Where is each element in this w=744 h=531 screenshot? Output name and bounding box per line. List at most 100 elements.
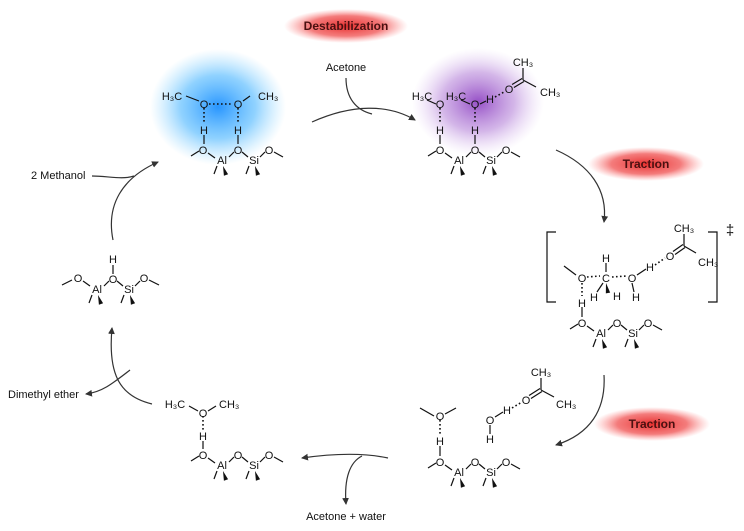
atom-label: H — [109, 254, 117, 266]
bond — [134, 280, 141, 287]
badge-traction-bottom: Traction — [594, 407, 710, 441]
bond — [479, 100, 487, 105]
atom-label: Si — [486, 155, 496, 167]
bond — [185, 95, 200, 102]
atom-label: Al — [454, 155, 464, 167]
bond — [450, 165, 455, 175]
double-bond — [530, 391, 543, 400]
bond — [241, 151, 249, 158]
atom-label: H — [590, 292, 598, 304]
bond — [444, 152, 453, 159]
purple-glow — [412, 48, 544, 156]
wedge-bond — [605, 283, 611, 294]
atom-label: H₃C — [165, 399, 185, 411]
atom-label: O — [436, 411, 445, 423]
bond — [638, 324, 645, 331]
atom-label: Al — [92, 284, 102, 296]
bond — [444, 407, 457, 415]
atom-label: H — [613, 291, 621, 303]
atom-label: Al — [217, 155, 227, 167]
double-bond — [674, 246, 686, 255]
bond — [496, 151, 503, 158]
bond — [496, 463, 503, 470]
hydrogen-bond — [494, 91, 505, 98]
atom-label: O — [505, 84, 514, 96]
wedge-bond — [98, 295, 104, 305]
arrow-acetone-feed — [345, 77, 373, 115]
atom-label: Si — [124, 284, 134, 296]
ts-brackets — [546, 231, 718, 303]
bond — [419, 407, 435, 417]
bond — [465, 151, 472, 158]
bond — [478, 463, 486, 470]
atom-label: CH₃ — [540, 87, 560, 99]
double-bond — [528, 387, 541, 396]
bond — [426, 99, 437, 105]
bond — [213, 470, 218, 480]
bond — [259, 151, 266, 158]
atom-label: O — [234, 145, 243, 157]
atom-label: H — [602, 253, 610, 265]
atom-label: C — [602, 273, 610, 285]
bond — [273, 151, 284, 158]
bond — [596, 282, 604, 293]
double-bond — [672, 244, 684, 253]
atom-label: O — [199, 408, 208, 420]
bond — [228, 151, 235, 158]
bond — [207, 152, 216, 159]
wedge-bond — [634, 339, 640, 349]
bond — [624, 338, 629, 348]
atom-label: H — [578, 298, 586, 310]
bond — [563, 265, 577, 276]
svg-text:Destabilization: Destabilization — [304, 19, 389, 33]
bond — [213, 165, 218, 175]
bond — [592, 338, 597, 348]
bond — [652, 324, 663, 331]
hydrogen-bond — [511, 401, 523, 409]
atom-label: O — [644, 318, 653, 330]
bond — [148, 279, 160, 286]
atom-label: O — [199, 450, 208, 462]
bond — [82, 280, 91, 287]
bond — [242, 95, 251, 102]
atom-label: H — [471, 125, 479, 137]
atom-label: O — [502, 145, 511, 157]
atom-label: CH₃ — [219, 399, 239, 411]
label-dimethyl-ether-out: Dimethyl ether — [8, 389, 79, 401]
arrow-step-1 — [311, 107, 416, 123]
atom-label: H — [486, 94, 494, 106]
hydrogen-bond — [586, 275, 601, 278]
wedge-bond — [460, 166, 466, 176]
atom-label: O — [666, 251, 675, 263]
bond — [494, 411, 504, 418]
bond — [427, 150, 437, 157]
atom-label: CH₃ — [513, 57, 533, 69]
wedge-bond — [223, 471, 229, 481]
atom-label: CH₃ — [531, 367, 551, 379]
atom-label: Al — [596, 328, 606, 340]
bond — [620, 324, 628, 331]
bond — [245, 165, 250, 175]
bond — [510, 151, 521, 158]
atom-label: O — [74, 273, 83, 285]
wedge-bond — [460, 478, 466, 488]
atom-label: O — [234, 99, 243, 111]
atom-label: CH₃ — [258, 91, 278, 103]
arrow-dme-release — [85, 369, 131, 397]
wedge-bond — [602, 339, 608, 349]
atom-label: Si — [249, 460, 259, 472]
atom-label: O — [471, 457, 480, 469]
atom-label: O — [486, 415, 495, 427]
atom-label: O — [578, 273, 587, 285]
atom-label: Si — [249, 155, 259, 167]
atom-label: O — [265, 145, 274, 157]
atom-label: O — [628, 273, 637, 285]
bond — [607, 324, 614, 331]
wedge-bond — [223, 166, 229, 176]
atom-label: O — [471, 99, 480, 111]
bond — [631, 282, 635, 293]
atom-label: O — [199, 145, 208, 157]
bond — [228, 456, 235, 463]
